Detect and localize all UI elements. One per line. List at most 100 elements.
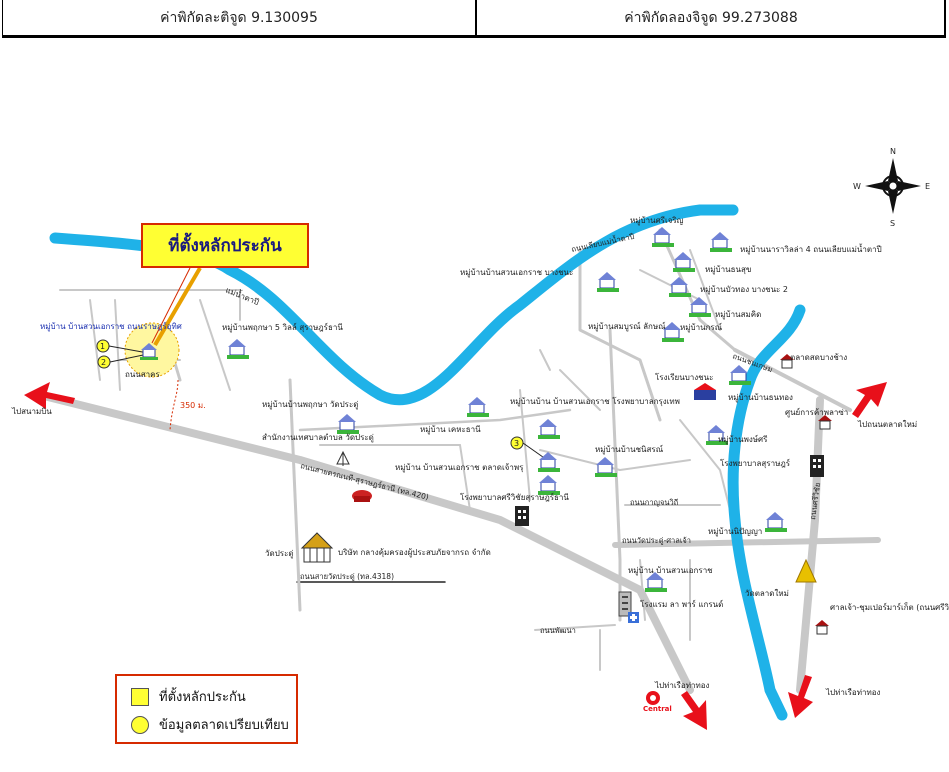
landmark-icons xyxy=(300,354,832,705)
north-road xyxy=(288,378,302,612)
house-icon xyxy=(645,572,667,592)
house-icon xyxy=(227,339,249,359)
legend-circle-label: ข้อมูลตลาดเปรียบเทียบ xyxy=(159,718,289,733)
village-d-label: หมู่บ้าน บ้านสวนเอกราช ตลาดเจ้าพรุ xyxy=(395,463,524,473)
cross-road xyxy=(612,537,881,548)
compass-w: W xyxy=(853,182,861,191)
legend-square-label: ที่ตั้งหลักประกัน xyxy=(159,690,246,705)
temple-icon xyxy=(300,532,334,563)
village-a-label: หมู่บ้านพฤกษา 5 วิลล์ สุราษฎร์ธานี xyxy=(222,322,343,333)
house-icon xyxy=(538,452,560,472)
road-watpradu-label: ถนนวัดประดู่-ศาลเจ้า xyxy=(622,536,691,545)
distance-line xyxy=(169,379,179,431)
road-phop-label: ถนนพัฒนา xyxy=(540,626,576,635)
house-icon xyxy=(673,252,695,272)
village-q-label: หมู่บ้านนิปัญญา xyxy=(708,527,762,537)
distance-label: 350 ม. xyxy=(180,401,206,410)
marker-3-label: 3 xyxy=(514,439,519,448)
house-icon xyxy=(597,272,619,292)
main-highway xyxy=(36,391,694,694)
company-label: บริษัท กลางคุ้มครองผู้ประสบภัยจากรถ จำกั… xyxy=(338,548,491,558)
marker-2-label: 2 xyxy=(101,358,106,367)
compass-rose: N S E W xyxy=(853,147,930,228)
arrow-south-center xyxy=(681,691,707,730)
village-i-label: หมู่บ้านนาราวิลล่า 4 ถนนเลียบแม่น้ำตาปี xyxy=(740,243,882,255)
central-logo-icon xyxy=(646,691,660,705)
hospital-icon xyxy=(628,612,639,623)
school-label: โรงเรียนบางชนะ xyxy=(655,372,713,382)
village-f-label: หมู่บ้านบ้าน บ้านสวนเอกราช โรงพยาบาลกรุง… xyxy=(510,396,680,407)
village-h-label: หมู่บ้านศรีเจริญ xyxy=(630,216,684,226)
village-b-label: หมู่บ้านบ้านพฤกษา วัดประดู่ xyxy=(262,400,358,410)
coordinate-bar: ค่าพิกัดละติจูด 9.130095 ค่าพิกัดลองจิจู… xyxy=(2,0,946,38)
hotel-label: โรงแรม ลา พาร์ แกรนด์ xyxy=(640,599,723,609)
house-icon xyxy=(538,475,560,495)
building-icon xyxy=(810,455,824,477)
house-icons xyxy=(140,227,787,592)
village-o-label: หมู่บ้านบ้านธนทอง xyxy=(728,393,793,403)
house-icon xyxy=(595,457,617,477)
house-icon xyxy=(765,512,787,532)
direction-arrows xyxy=(24,382,887,730)
longitude-cell: ค่าพิกัดลองจิจูด 99.273088 xyxy=(624,9,798,26)
house-icon xyxy=(669,277,691,297)
village-l-label: หมู่บ้านสมคิด xyxy=(715,310,761,320)
river-branch xyxy=(727,304,806,721)
callout-pointer xyxy=(153,266,202,347)
house-small-icon xyxy=(818,415,832,430)
compass-e: E xyxy=(925,182,930,191)
village-j-label: หมู่บ้านธนสุข xyxy=(705,265,751,275)
village-e-label: หมู่บ้านบ้านสวนเอกราช บางชนะ xyxy=(460,268,573,278)
river-road-east xyxy=(733,348,852,412)
house-small-icon xyxy=(815,620,829,635)
hospital-label: โรงพยาบาลศรีวิชัยสุราษฎร์ธานี xyxy=(460,492,569,502)
marker-2: 2 xyxy=(97,353,149,369)
arrow-northeast xyxy=(852,382,887,418)
village-p-label: หมู่บ้านพงษ์ศรี xyxy=(718,434,768,445)
market-label: ตลาดสดบางช้าง xyxy=(790,353,847,362)
compass-n: N xyxy=(890,147,896,156)
callout-pointer-edge xyxy=(151,267,191,344)
house-icon xyxy=(467,397,489,417)
pagoda-icon xyxy=(795,558,817,583)
village-k-label: หมู่บ้านบัวทอง บางชนะ 2 xyxy=(700,285,788,295)
house-icon xyxy=(729,365,751,385)
map-labels: แม่น้ำตาปี หมู่บ้าน บ้านสวนเอกราช ถนนราษ… xyxy=(11,216,949,713)
compass-s: S xyxy=(890,219,895,228)
road-sri-label: ถนนศรีวิชัย xyxy=(808,482,822,520)
to-airport-label: ไปสนามบิน xyxy=(11,407,52,416)
road-4318-label: ถนนสายวัดประดู่ (ทล.4318) xyxy=(300,572,394,581)
circle-icon xyxy=(131,715,149,734)
building-icon xyxy=(515,506,529,526)
arrow-south-right xyxy=(788,675,813,718)
legend-row-circle: ข้อมูลตลาดเปรียบเทียบ xyxy=(131,714,289,735)
village-m-label: หมู่บ้านสมบูรณ์ ลักษณ์ xyxy=(588,321,666,332)
latitude-cell: ค่าพิกัดละติจูด 9.130095 xyxy=(3,0,477,35)
site-road-label: ถนนสาคร xyxy=(125,370,161,379)
wat-mai-label: วัดตลาดใหม่ xyxy=(745,589,789,598)
wat-pradu-label: วัดประดู่ xyxy=(265,549,294,559)
shopping-label: ศูนย์การค้าพลาซ่า xyxy=(785,407,848,418)
village-n-label: หมู่บ้านกรณ์ xyxy=(680,322,723,333)
marker-1: 1 xyxy=(96,339,149,354)
square-icon xyxy=(131,687,149,706)
school-icon xyxy=(694,383,716,400)
road-top-label: ถนนเลียบแม่น้ำตาปี xyxy=(570,231,635,254)
super-label: ศาลเจ้า-ชุมเปอร์มาร์เก็ต (ถนนศรีวิชัย) xyxy=(830,602,949,612)
house-icon xyxy=(706,425,728,445)
map-legend: ที่ตั้งหลักประกัน ข้อมูลตลาดเปรียบเทียบ xyxy=(115,674,298,744)
site-village-label: หมู่บ้าน บ้านสวนเอกราช ถนนราษฎร์อุทิศ xyxy=(40,321,182,332)
hotel-icon xyxy=(618,591,632,617)
house-small-icon xyxy=(780,354,794,369)
house-icon xyxy=(140,343,158,360)
house-icon xyxy=(689,297,711,317)
east-road xyxy=(796,396,824,694)
house-icon xyxy=(538,419,560,439)
house-icon xyxy=(337,414,359,434)
market-icon xyxy=(352,490,372,502)
village-c-label: หมู่บ้าน เคหะธานี xyxy=(420,425,481,435)
house-icon xyxy=(662,322,684,342)
office-label: สำนักงานเทศบาลตำบล วัดประดู่ xyxy=(262,433,374,443)
to-pier-right-label: ไปท่าเรือท่าทอง xyxy=(825,688,881,697)
